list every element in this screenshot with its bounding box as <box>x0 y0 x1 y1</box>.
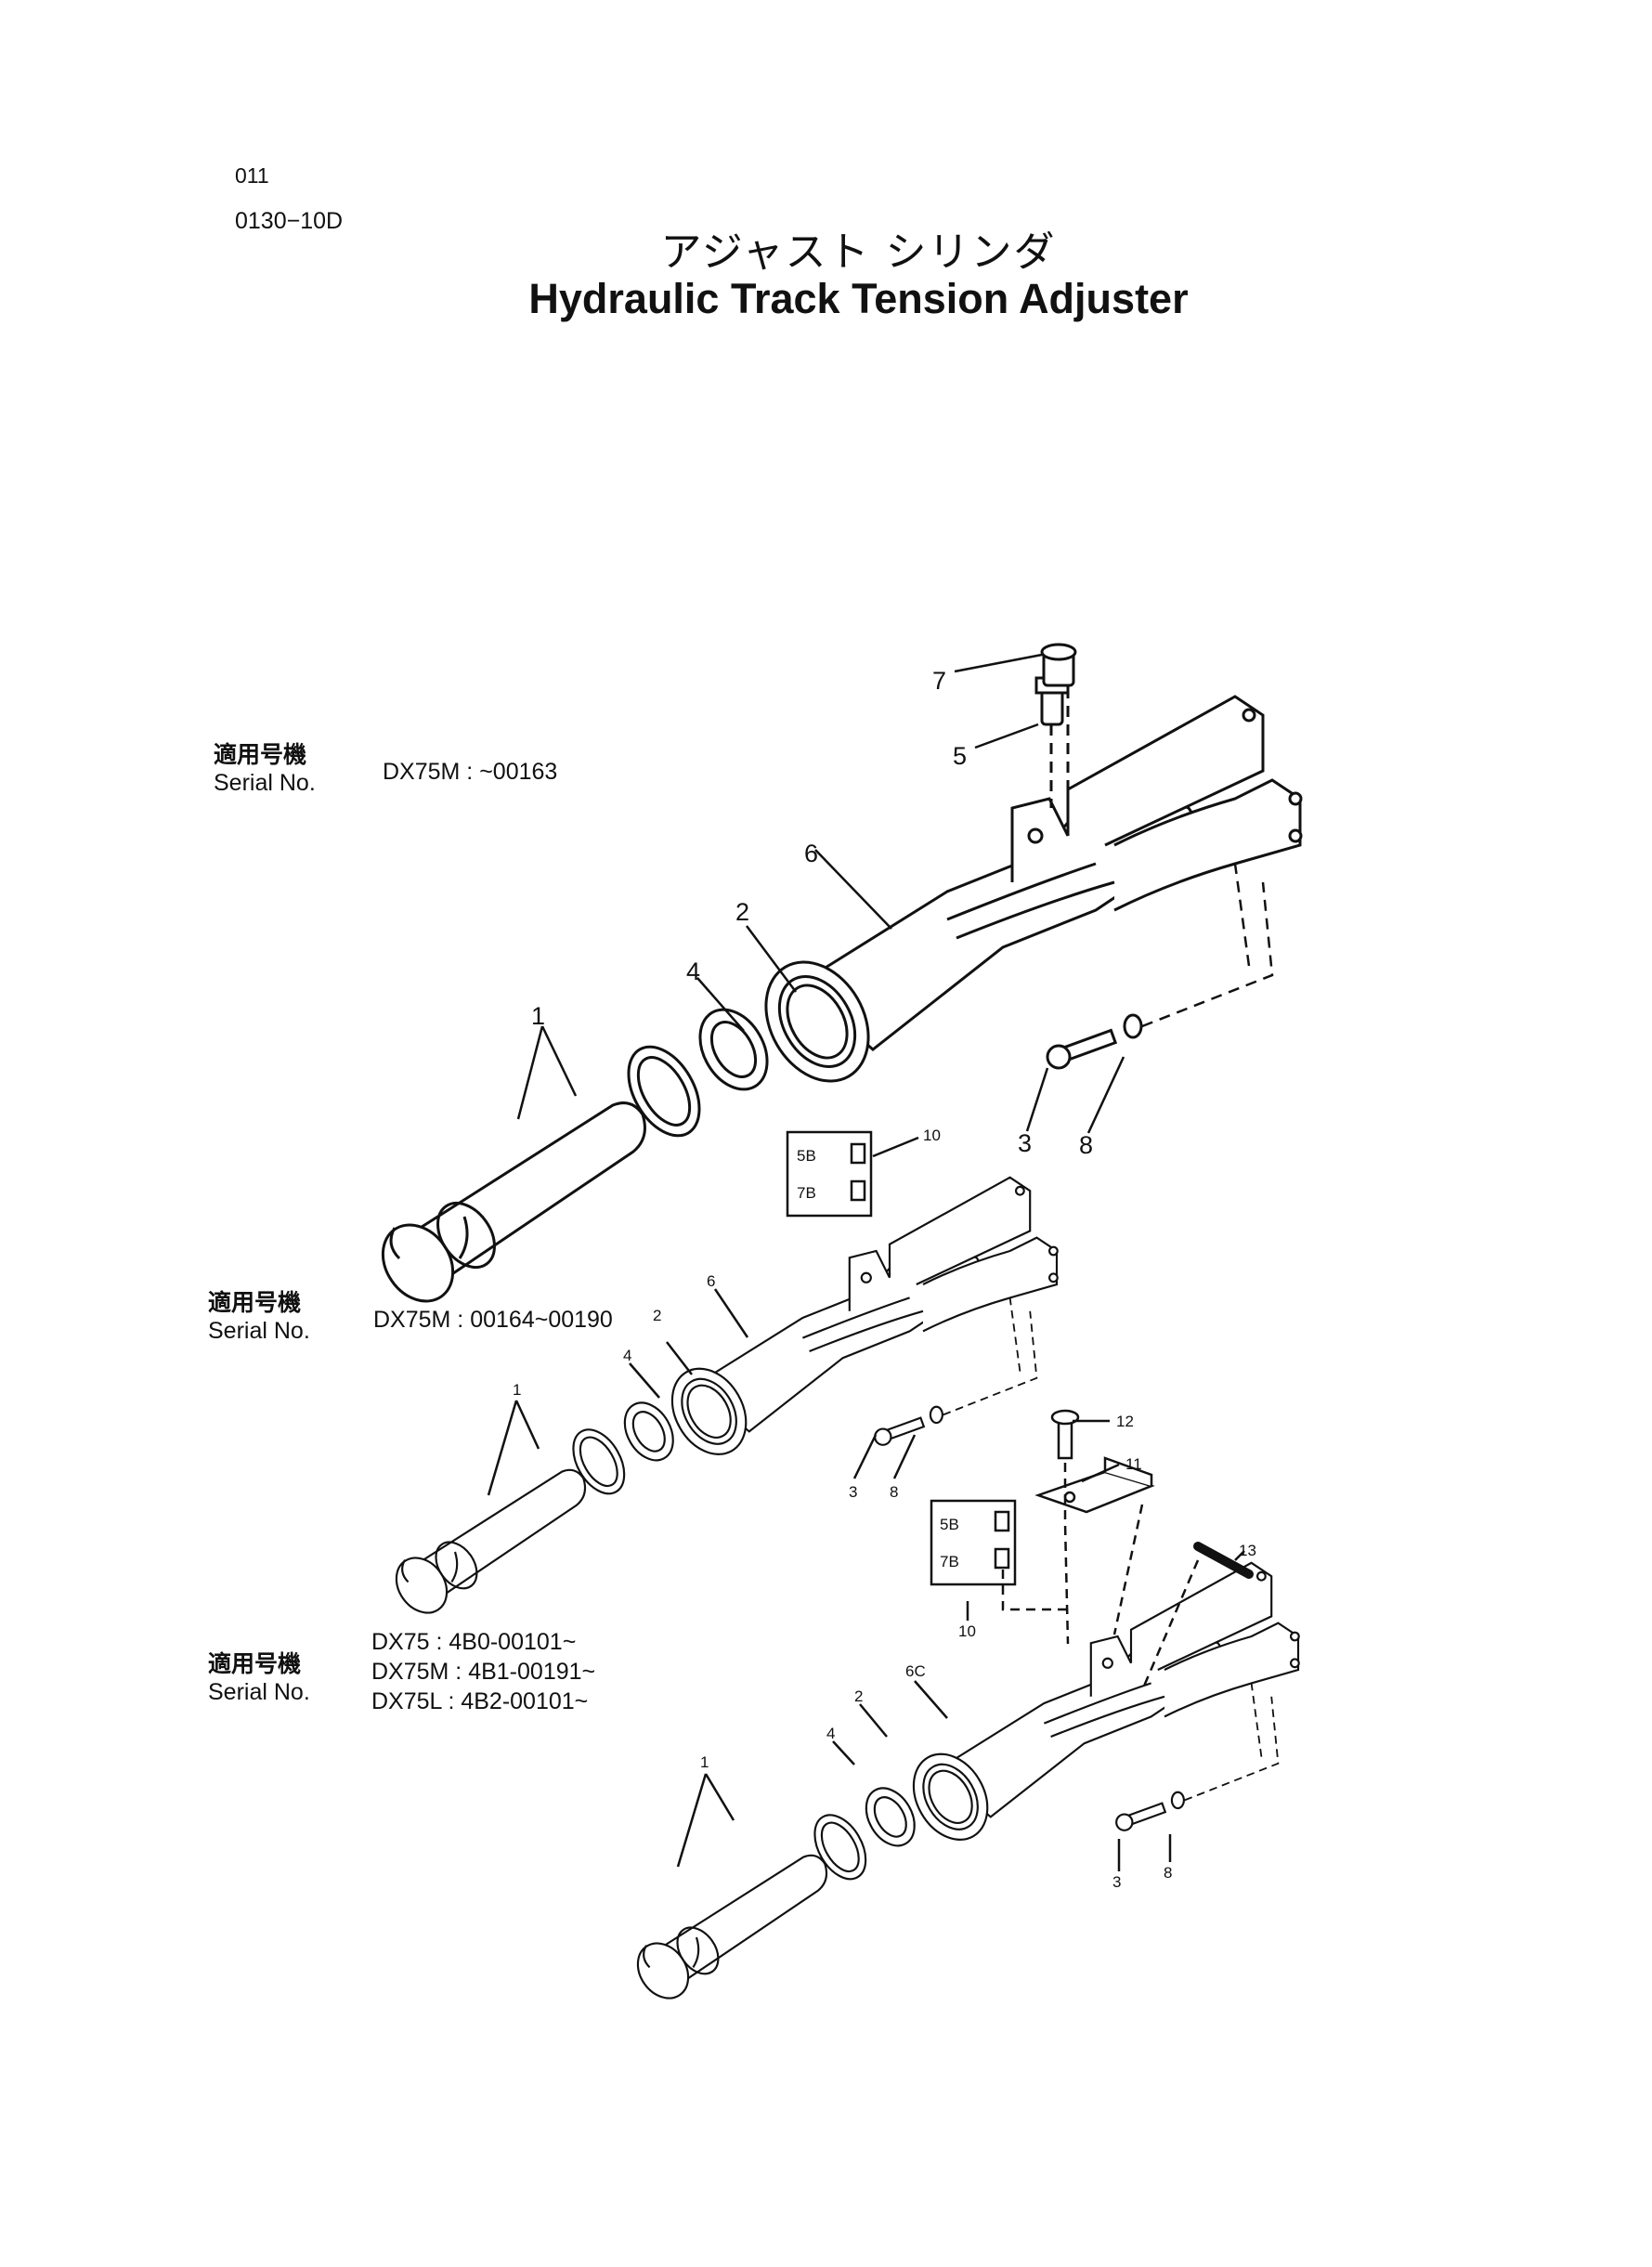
serial-block-2: 適用号機 Serial No. <box>208 1284 310 1345</box>
callout-label: 13 <box>1239 1542 1256 1559</box>
callout-label: 4 <box>623 1347 631 1364</box>
callout-leaders <box>487 653 1245 1871</box>
callout-labels-3: 1 2 3 4 6C 8 10 11 12 13 5B 7B <box>700 1413 1256 1891</box>
callout-label: 4 <box>826 1725 835 1742</box>
callout-label: 4 <box>686 958 700 985</box>
document-code: 0130−10D <box>235 208 344 234</box>
fittings-2 <box>786 1130 873 1218</box>
serial-label-jp: 適用号機 <box>214 741 307 768</box>
callout-label: 1 <box>513 1381 521 1399</box>
serial-value-1: DX75M : ~00163 <box>383 759 558 785</box>
callout-label: 5 <box>953 742 967 770</box>
callout-label: 3 <box>1112 1873 1121 1891</box>
callout-label: 7 <box>932 667 946 695</box>
callout-labels-1: 7 5 6 2 4 1 3 8 <box>531 667 1093 1159</box>
callout-label: 2 <box>735 898 749 926</box>
fittings-1 <box>1034 643 1077 827</box>
callout-label: 8 <box>1079 1131 1093 1159</box>
callout-label: 6C <box>905 1662 926 1680</box>
callout-label: 12 <box>1116 1413 1134 1430</box>
page-number: 011 <box>235 163 269 188</box>
serial-block-3: 適用号機 Serial No. <box>208 1646 310 1706</box>
callout-label: 3 <box>849 1483 857 1501</box>
fittings-3 <box>930 1409 1254 1691</box>
serial-label-jp: 適用号機 <box>208 1650 302 1677</box>
callout-label: 1 <box>531 1002 545 1030</box>
serial-label-en: Serial No. <box>208 1318 310 1344</box>
callout-label: 6 <box>707 1272 715 1290</box>
callout-label: 5B <box>797 1147 816 1165</box>
serial-value: DX75 : 4B0-00101~ <box>371 1629 577 1655</box>
serial-value: DX75L : 4B2-00101~ <box>371 1688 589 1714</box>
serial-value-list-3: DX75 : 4B0-00101~ DX75M : 4B1-00191~ DX7… <box>371 1627 595 1716</box>
serial-block-1: 適用号機 Serial No. <box>214 736 316 797</box>
page-title-japanese: アジャスト シリンダ <box>660 228 1057 276</box>
callout-label: 7B <box>797 1184 816 1202</box>
serial-label-jp: 適用号機 <box>208 1289 302 1316</box>
assembly-1 <box>367 695 1303 1317</box>
serial-label-en: Serial No. <box>214 770 316 796</box>
callout-label: 5B <box>940 1516 959 1533</box>
page-title: Hydraulic Track Tension Adjuster <box>528 275 1189 322</box>
callout-label: 11 <box>1125 1455 1142 1473</box>
callout-label: 6 <box>804 840 818 867</box>
callout-label: 1 <box>700 1753 709 1771</box>
callout-label: 2 <box>854 1687 863 1705</box>
callout-labels-2: 1 2 3 4 6 8 10 5B 7B <box>513 1127 941 1501</box>
serial-value: DX75M : 4B1-00191~ <box>371 1659 596 1685</box>
serial-value-2: DX75M : 00164~00190 <box>373 1307 613 1333</box>
callout-label: 10 <box>958 1622 976 1640</box>
callout-label: 3 <box>1018 1129 1032 1157</box>
callout-label: 8 <box>890 1483 898 1501</box>
serial-label-en: Serial No. <box>208 1679 310 1705</box>
callout-label: 7B <box>940 1553 959 1570</box>
callout-label: 10 <box>923 1127 941 1144</box>
callout-label: 2 <box>653 1307 661 1324</box>
callout-label: 8 <box>1164 1864 1172 1882</box>
